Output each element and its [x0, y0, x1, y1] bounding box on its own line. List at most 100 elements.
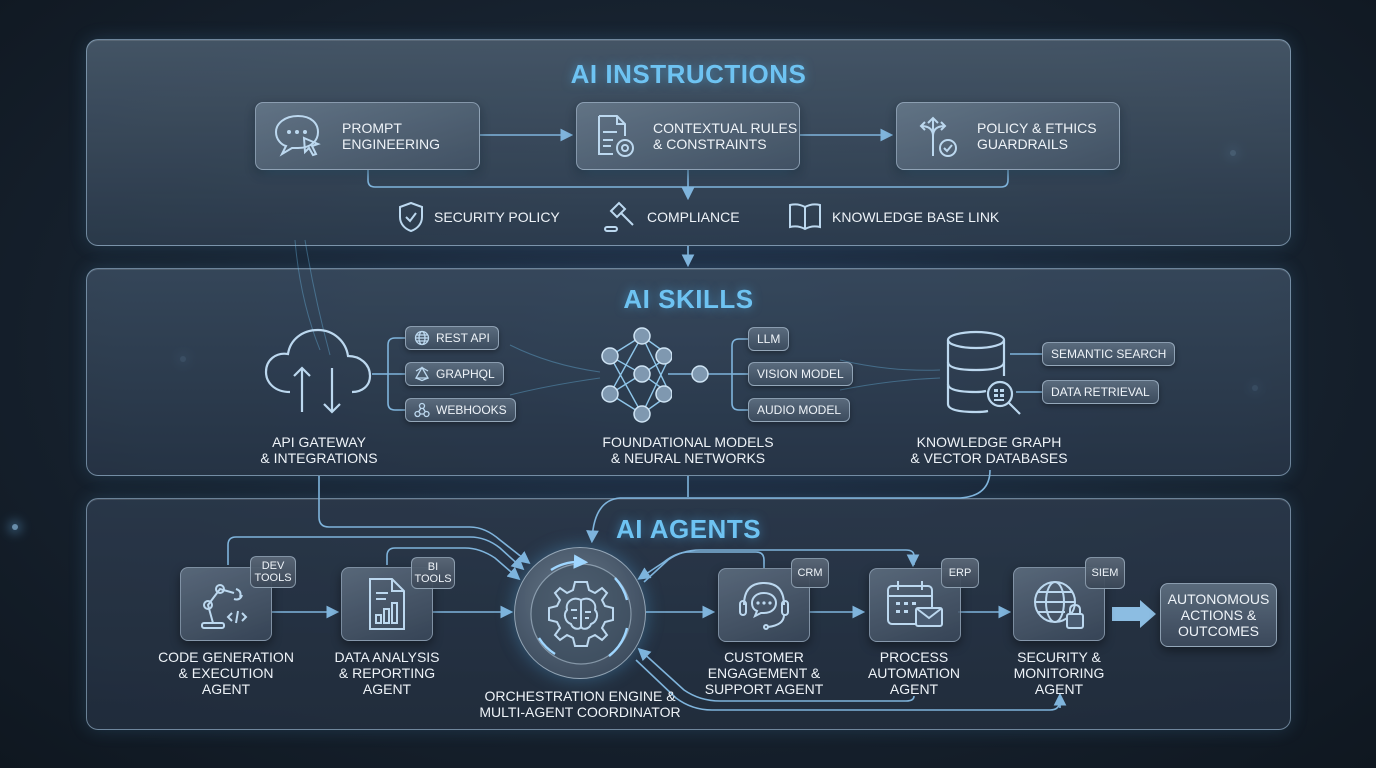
tag-line1: BI [427, 561, 439, 573]
pill-label: SEMANTIC SEARCH [1051, 347, 1167, 361]
caption-line1: KNOWLEDGE GRAPH [916, 434, 1062, 450]
panel-title: AI SKILLS [623, 284, 754, 314]
database-search-icon [946, 330, 1021, 415]
headset-chat-icon [739, 581, 789, 630]
label-line2: MULTI-AGENT COORDINATOR [479, 704, 681, 720]
foundational-models-caption: FOUNDATIONAL MODELS & NEURAL NETWORKS [588, 434, 788, 466]
calendar-mail-icon [887, 581, 943, 627]
semantic-search-pill[interactable]: SEMANTIC SEARCH [1042, 342, 1176, 366]
llm-pill[interactable]: LLM [748, 327, 790, 351]
card-label-line1: POLICY & ETHICS [977, 120, 1097, 136]
security-policy-item[interactable]: SECURITY POLICY [398, 201, 560, 233]
policy-ethics-card[interactable]: POLICY & ETHICS GUARDRAILS [896, 102, 1120, 170]
label-line3: AGENT [201, 681, 251, 697]
prompt-engineering-card[interactable]: PROMPT ENGINEERING [255, 102, 480, 170]
caption-line2: & VECTOR DATABASES [910, 450, 1068, 466]
knowledge-base-link-item[interactable]: KNOWLEDGE BASE LINK [788, 201, 999, 233]
label-line1: CODE GENERATION [158, 649, 294, 665]
chat-cursor-icon [274, 114, 321, 157]
contextual-rules-card[interactable]: CONTEXTUAL RULES & CONSTRAINTS [576, 102, 800, 170]
item-label: KNOWLEDGE BASE LINK [832, 209, 1000, 225]
pill-label: LLM [757, 332, 781, 346]
tag-line1: ERP [948, 567, 972, 579]
label-line2: MONITORING [1013, 665, 1105, 681]
label-line1: SECURITY & [1017, 649, 1101, 665]
security-monitoring-agent-label: SECURITY & MONITORING AGENT [979, 649, 1139, 697]
caption-line1: API GATEWAY [272, 434, 366, 450]
caption-line2: & INTEGRATIONS [260, 450, 378, 466]
tag-line1: SIEM [1091, 567, 1119, 579]
label-line2: AUTOMATION [867, 665, 961, 681]
gear-brain-icon [530, 554, 632, 665]
label-line1: DATA ANALYSIS [334, 649, 440, 665]
label-line1: ORCHESTRATION ENGINE & [484, 688, 676, 704]
shield-check-icon [399, 201, 423, 233]
item-label: SECURITY POLICY [434, 209, 560, 225]
caption-line1: FOUNDATIONAL MODELS [602, 434, 774, 450]
label-line2: & EXECUTION [178, 665, 274, 681]
ai-skills-panel: AI SKILLS [86, 268, 1291, 476]
panel-title: AI INSTRUCTIONS [570, 59, 807, 89]
robot-arm-code-icon [201, 584, 248, 629]
rest-api-pill[interactable]: REST API [405, 326, 499, 350]
pill-label: VISION MODEL [757, 367, 844, 381]
customer-engagement-agent-label: CUSTOMER ENGAGEMENT & SUPPORT AGENT [684, 649, 844, 697]
autonomous-outcomes-box[interactable]: AUTONOMOUS ACTIONS & OUTCOMES [1160, 583, 1277, 647]
webhook-icon [414, 402, 430, 418]
tag-line2: TOOLS [414, 573, 452, 585]
item-label: COMPLIANCE [647, 209, 740, 225]
label-line1: CUSTOMER [724, 649, 804, 665]
tag-line2: TOOLS [254, 572, 292, 584]
api-gateway-caption: API GATEWAY & INTEGRATIONS [232, 434, 406, 466]
card-label-line1: PROMPT [342, 120, 402, 136]
orchestration-engine-hub[interactable] [514, 547, 646, 679]
open-book-icon [789, 203, 821, 231]
graphql-pill[interactable]: GRAPHQL [405, 362, 504, 386]
label-line1: PROCESS [879, 649, 949, 665]
report-chart-icon [369, 578, 405, 630]
code-generation-agent-card[interactable] [180, 567, 272, 641]
card-label-line2: ENGINEERING [342, 136, 441, 152]
outcome-line2: ACTIONS & [1180, 607, 1257, 623]
data-retrieval-pill[interactable]: DATA RETRIEVAL [1042, 380, 1159, 404]
label-line3: AGENT [889, 681, 939, 697]
glow-dot [12, 524, 18, 530]
crm-tag: CRM [791, 558, 829, 588]
card-label-line2: GUARDRAILS [977, 136, 1069, 152]
pill-label: GRAPHQL [436, 367, 495, 381]
label-line3: AGENT [1034, 681, 1084, 697]
fork-arrows-check-icon [919, 116, 957, 157]
graphql-icon [414, 366, 430, 382]
cloud-sync-icon [264, 328, 372, 414]
caption-line2: & NEURAL NETWORKS [610, 450, 766, 466]
globe-icon [414, 330, 430, 346]
tag-line1: DEV [261, 560, 285, 572]
label-line2: & REPORTING [338, 665, 436, 681]
siem-tag: SIEM [1085, 557, 1125, 589]
panel-title: AI AGENTS [615, 514, 762, 544]
compliance-item[interactable]: COMPLIANCE [603, 201, 740, 233]
data-analysis-agent-label: DATA ANALYSIS & REPORTING AGENT [307, 649, 467, 697]
pill-label: AUDIO MODEL [757, 403, 842, 417]
label-line2: ENGAGEMENT & [707, 665, 821, 681]
audio-model-pill[interactable]: AUDIO MODEL [748, 398, 851, 422]
globe-lock-icon [1034, 581, 1084, 629]
pill-label: REST API [436, 331, 490, 345]
pill-label: WEBHOOKS [436, 403, 507, 417]
gavel-icon [604, 201, 634, 232]
document-gear-icon [598, 115, 634, 157]
vision-model-pill[interactable]: VISION MODEL [748, 362, 853, 386]
label-line3: SUPPORT AGENT [704, 681, 824, 697]
erp-tag: ERP [941, 558, 979, 588]
orchestration-engine-label: ORCHESTRATION ENGINE & MULTI-AGENT COORD… [470, 688, 690, 720]
pill-label: DATA RETRIEVAL [1051, 385, 1150, 399]
output-node-icon [691, 365, 709, 383]
label-line3: AGENT [362, 681, 412, 697]
webhooks-pill[interactable]: WEBHOOKS [405, 398, 516, 422]
card-label-line1: CONTEXTUAL RULES [653, 120, 798, 136]
outcome-line3: OUTCOMES [1178, 623, 1259, 639]
knowledge-graph-caption: KNOWLEDGE GRAPH & VECTOR DATABASES [902, 434, 1076, 466]
process-automation-agent-label: PROCESS AUTOMATION AGENT [834, 649, 994, 697]
